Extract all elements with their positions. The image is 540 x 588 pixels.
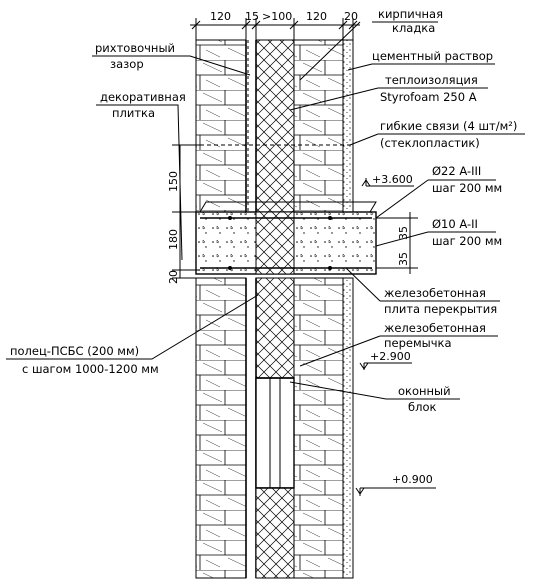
- floor-slab: [195, 201, 377, 275]
- svg-text:теплоизоляция: теплоизоляция: [385, 73, 478, 87]
- svg-text:с шагом 1000-1200 мм: с шагом 1000-1200 мм: [22, 362, 159, 376]
- dim-top-4: 120: [306, 10, 327, 23]
- elev-0900-text: +0.900: [392, 473, 433, 486]
- elev-0900: +0.900: [355, 473, 436, 496]
- svg-text:шаг 200 мм: шаг 200 мм: [432, 181, 502, 195]
- svg-text:перемычка: перемычка: [384, 336, 452, 350]
- svg-text:гибкие связи (4 шт/м²): гибкие связи (4 шт/м²): [380, 119, 517, 133]
- label-rebar-10: Ø10 A-II шаг 200 мм: [375, 217, 502, 248]
- label-decor-tile: декоративная плитка: [96, 90, 186, 261]
- svg-text:железобетонная: железобетонная: [384, 286, 486, 300]
- svg-text:оконный: оконный: [398, 384, 451, 398]
- svg-text:плитка: плитка: [112, 106, 155, 120]
- svg-text:железобетонная: железобетонная: [384, 321, 486, 335]
- label-insulation: теплоизоляция Styrofoam 250 A: [289, 73, 488, 111]
- upper-wall: [195, 39, 354, 213]
- svg-text:цементный раствор: цементный раствор: [372, 49, 493, 63]
- label-brick-2: кладка: [392, 21, 435, 35]
- dim-left-20: 20: [167, 270, 180, 284]
- label-shelf: полец-ПСБС (200 мм) с шагом 1000-1200 мм: [6, 294, 259, 376]
- dim-top-5: 20: [344, 10, 358, 23]
- svg-text:шаг 200 мм: шаг 200 мм: [432, 234, 502, 248]
- svg-text:(стеклопластик): (стеклопластик): [380, 136, 480, 150]
- dim-top-3: >100: [262, 10, 292, 23]
- svg-text:полец-ПСБС (200 мм): полец-ПСБС (200 мм): [10, 344, 139, 358]
- dim-left-150: 150: [167, 171, 180, 192]
- svg-text:рихтовочный: рихтовочный: [95, 41, 175, 55]
- svg-text:Ø22 A-III: Ø22 A-III: [432, 164, 481, 178]
- left-dimension-line: 150 180 20: [167, 144, 200, 284]
- label-lintel: железобетонная перемычка: [299, 321, 498, 367]
- dim-top-1: 120: [210, 10, 231, 23]
- top-dimension-line: 120 15 >100 120 20: [190, 10, 360, 42]
- label-rebar-22: Ø22 A-III шаг 200 мм: [375, 164, 502, 219]
- lower-wall: [195, 277, 354, 579]
- label-cement: цементный раствор: [347, 49, 495, 71]
- elev-2900-text: +2.900: [370, 350, 411, 363]
- elev-3600-text: +3.600: [372, 173, 413, 186]
- label-levelling-gap: рихтовочный зазор: [92, 41, 251, 76]
- elev-3600: +3.600: [361, 173, 414, 187]
- svg-text:Ø10 A-II: Ø10 A-II: [432, 217, 478, 231]
- dim-left-180: 180: [167, 229, 180, 250]
- svg-text:блок: блок: [408, 400, 436, 414]
- svg-text:плита перекрытия: плита перекрытия: [384, 302, 497, 316]
- dim-top-2: 15: [245, 10, 259, 23]
- dim-right-35a: 35: [397, 226, 410, 240]
- label-slab: железобетонная плита перекрытия: [345, 267, 500, 316]
- svg-text:Styrofoam 250 A: Styrofoam 250 A: [380, 90, 477, 104]
- svg-text:зазор: зазор: [110, 57, 144, 71]
- label-brick-1: кирпичная: [378, 7, 443, 21]
- elev-2900: +2.900: [359, 350, 412, 370]
- right-dimension-line: 35 35: [376, 212, 418, 274]
- svg-text:декоративная: декоративная: [100, 90, 186, 104]
- label-window: оконный блок: [289, 381, 460, 414]
- dim-right-35b: 35: [397, 252, 410, 266]
- label-ties: гибкие связи (4 шт/м²) (стеклопластик): [349, 119, 525, 150]
